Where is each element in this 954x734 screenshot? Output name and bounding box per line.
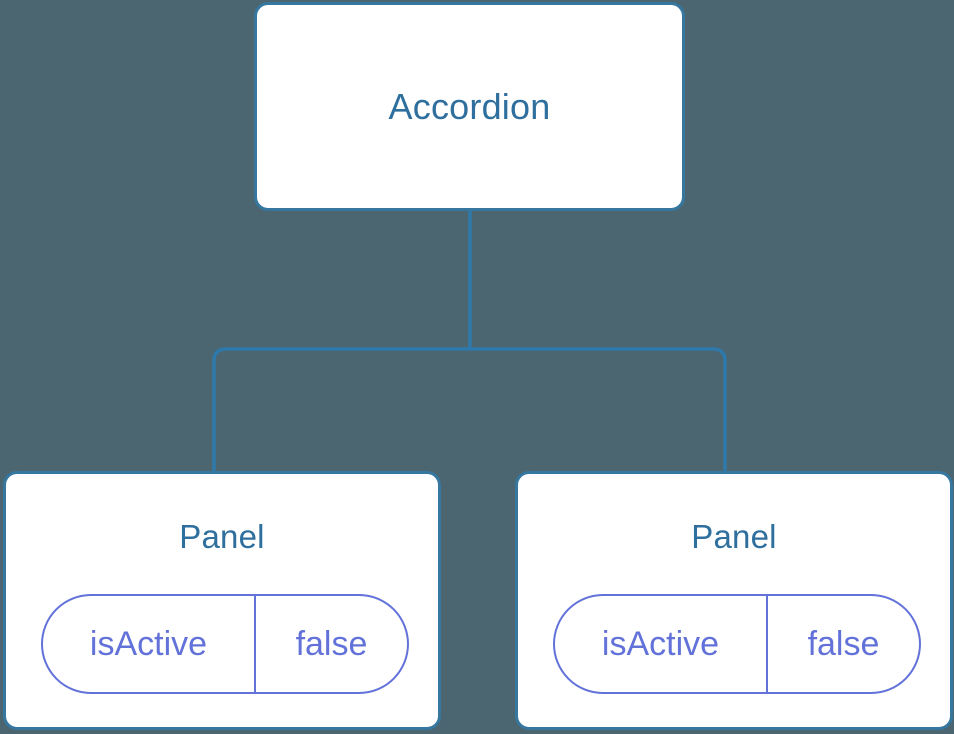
state-key-label: isActive <box>89 625 208 663</box>
state-key-cell: isActive <box>43 596 256 692</box>
state-value-cell: false <box>768 596 919 692</box>
state-key-cell: isActive <box>555 596 768 692</box>
node-panel-1-state-pill[interactable]: isActive false <box>41 594 409 694</box>
node-panel-1-title: Panel <box>179 518 265 555</box>
state-key-label: isActive <box>601 625 720 663</box>
node-panel-2-state-pill[interactable]: isActive false <box>553 594 921 694</box>
node-accordion[interactable]: Accordion <box>254 2 685 211</box>
edge-to-panel-right <box>470 347 727 471</box>
node-panel-1[interactable]: Panel isActive false <box>3 471 441 730</box>
node-accordion-title: Accordion <box>388 85 551 127</box>
state-value-label: false <box>807 625 880 663</box>
edge-to-panel-left <box>212 347 470 471</box>
node-panel-2-title: Panel <box>691 518 777 555</box>
state-value-label: false <box>295 625 368 663</box>
node-panel-2[interactable]: Panel isActive false <box>515 471 953 730</box>
state-value-cell: false <box>256 596 407 692</box>
